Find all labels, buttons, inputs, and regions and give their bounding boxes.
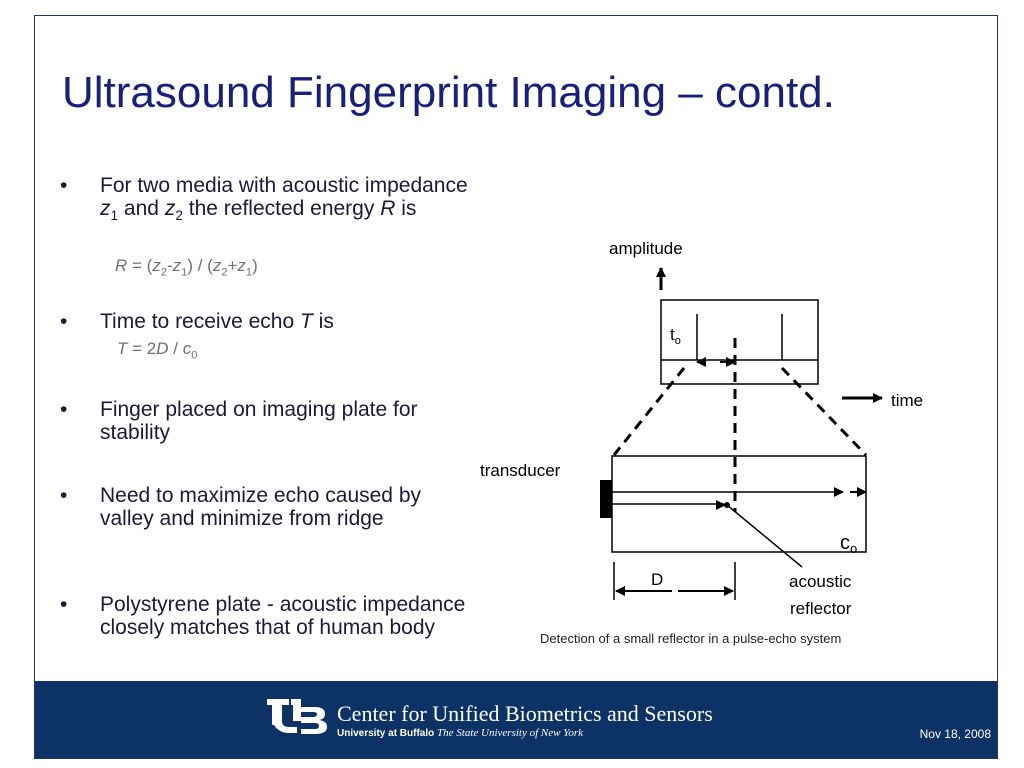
ub-logo-icon [267, 699, 327, 734]
reflector-arrowhead [716, 500, 726, 510]
reflector-label-line2: reflector [790, 599, 852, 618]
footer-banner: Center for Unified Biometrics and Sensor… [35, 681, 997, 758]
center-name: Center for Unified Biometrics and Sensor… [337, 701, 713, 726]
reflection-formula: R = (z2-z1) / (z2+z1) [115, 256, 258, 279]
d-label: D [651, 570, 663, 589]
bullet-text: Need to maximize echo caused by valley a… [100, 484, 421, 530]
echo-time-formula: T = 2D / c0 [117, 339, 198, 362]
pulse-echo-diagram: amplitude to time transducer co D acoust… [480, 239, 923, 618]
projection-line-right [780, 366, 868, 457]
amplitude-label: amplitude [609, 239, 683, 258]
projection-line-left [612, 367, 686, 456]
bullet-marker: • [60, 593, 68, 616]
bullet-text: Time to receive echo T is [100, 310, 334, 333]
bullet-text: Polystyrene plate - acoustic impedance c… [100, 593, 466, 639]
transducer-label: transducer [480, 461, 561, 480]
a-scan-box [660, 299, 819, 385]
reflector-label-line1: acoustic [789, 572, 852, 591]
time-label: time [891, 391, 923, 410]
t0-label: to [670, 325, 681, 347]
bullet-text: For two media with acoustic impedance z1… [100, 174, 468, 224]
slide-date: Nov 18, 2008 [919, 727, 991, 741]
transducer-element [600, 480, 612, 518]
bullet-marker: • [60, 398, 68, 421]
slide-frame [34, 15, 998, 759]
bullet-marker: • [60, 484, 68, 507]
diagram-caption: Detection of a small reflector in a puls… [540, 631, 842, 646]
reflector-callout-line [726, 504, 803, 568]
bullet-marker: • [60, 310, 68, 333]
bullet-text: Finger placed on imaging plate for stabi… [100, 398, 418, 444]
university-line: University at Buffalo The State Universi… [337, 727, 583, 739]
c0-label: co [840, 532, 857, 556]
bullet-marker: • [60, 174, 68, 197]
slide-title: Ultrasound Fingerprint Imaging – contd. [62, 68, 835, 117]
